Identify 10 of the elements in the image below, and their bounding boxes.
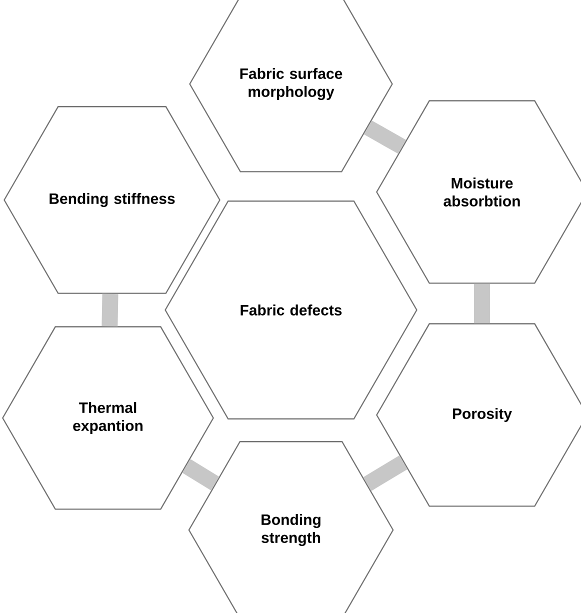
connector-band — [474, 284, 490, 324]
connector-band — [102, 294, 118, 326]
connector-band — [182, 459, 220, 490]
connector-band — [363, 456, 408, 491]
hexagon: Bonding strength — [188, 441, 394, 613]
hexagon: Bending stiffness — [4, 106, 220, 294]
hexagon: Porosity — [376, 323, 581, 507]
hexagon: Moisture absorbtion — [376, 100, 581, 284]
connector-band — [364, 120, 406, 154]
hexagon: Fabric surface morphology — [189, 0, 393, 172]
